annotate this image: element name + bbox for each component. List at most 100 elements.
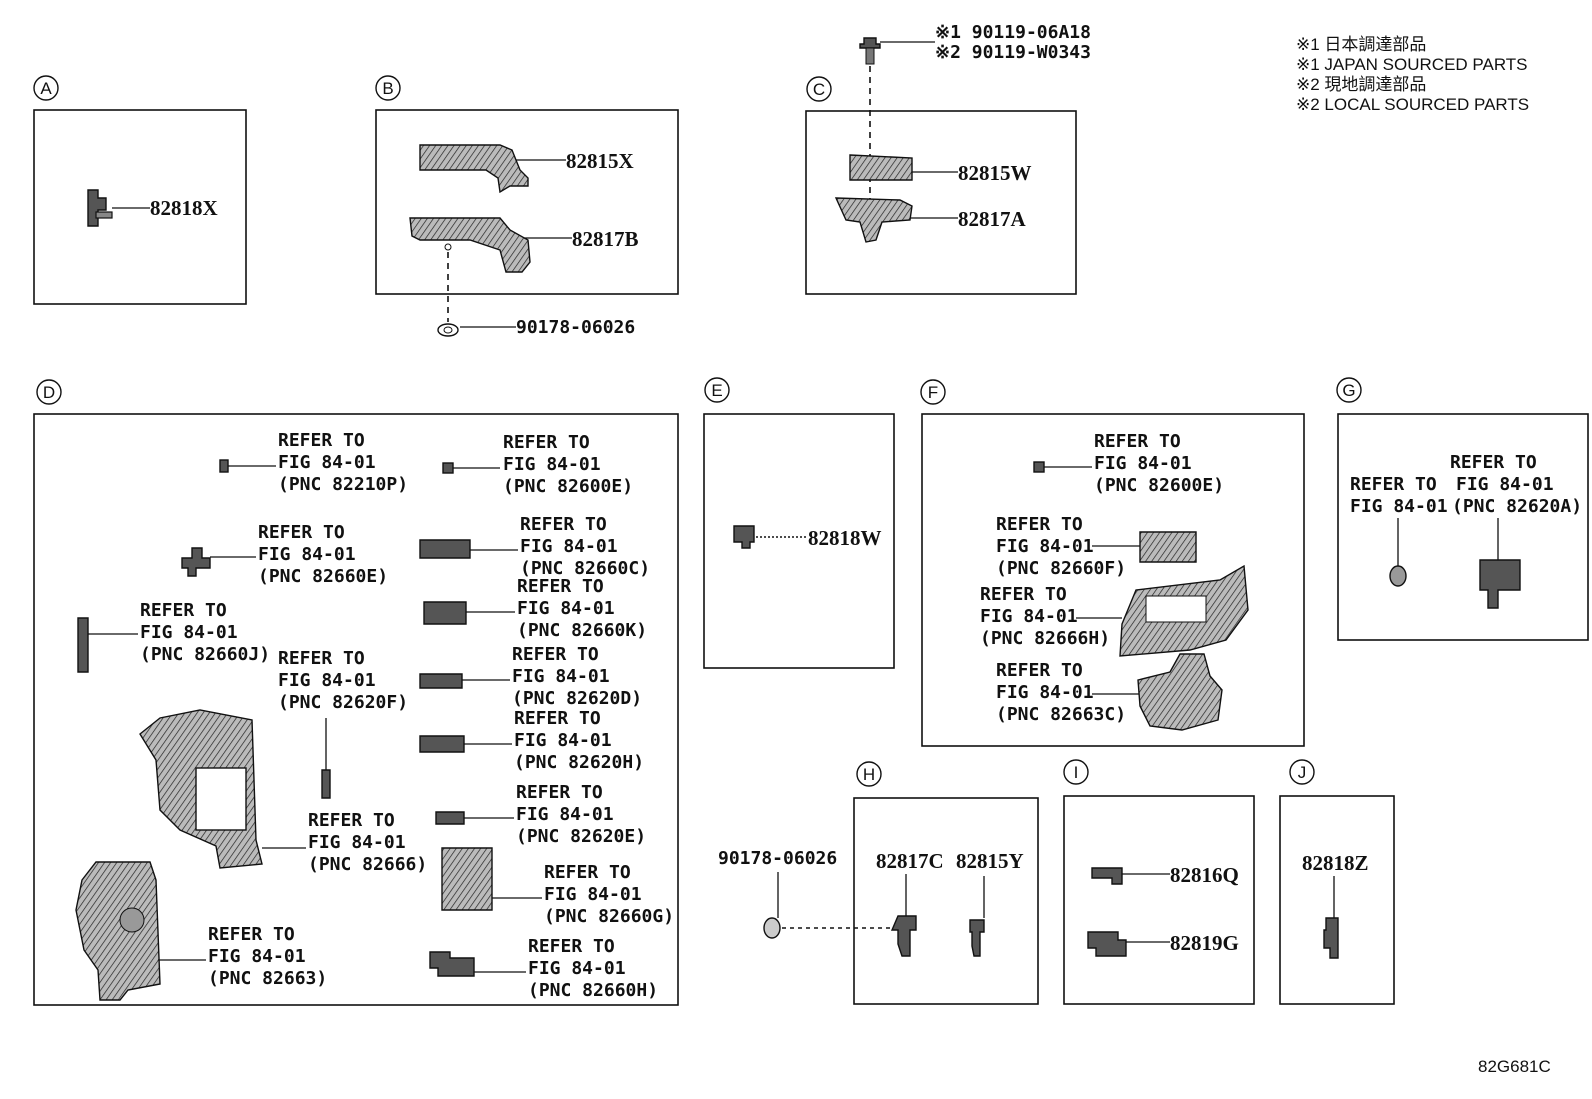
svg-text:J: J — [1298, 763, 1307, 782]
refer-82663[interactable]: REFER TO FIG 84-01 (PNC 82663) — [208, 924, 327, 989]
refer-82660F[interactable]: REFER TO FIG 84-01 (PNC 82660F) — [996, 514, 1126, 579]
svg-text:FIG 84-01: FIG 84-01 — [520, 536, 618, 557]
svg-text:E: E — [711, 381, 722, 400]
part-number-82818Z[interactable]: 82818Z — [1302, 851, 1369, 875]
svg-text:REFER TO: REFER TO — [544, 862, 631, 883]
pnc-82620F: (PNC 82620F) — [278, 692, 408, 713]
svg-text:FIG 84-01: FIG 84-01 — [516, 804, 614, 825]
section-j: 82818Z — [1279, 795, 1395, 1005]
refer-82620H[interactable]: REFER TO FIG 84-01 (PNC 82620H) — [514, 708, 644, 773]
part-number-82815W[interactable]: 82815W — [958, 161, 1032, 185]
refer-82210P[interactable]: REFER TO FIG 84-01 (PNC 82210P) — [278, 430, 408, 495]
svg-text:FIG 84-01: FIG 84-01 — [140, 622, 238, 643]
svg-text:REFER TO: REFER TO — [308, 810, 395, 831]
note-line-4: ※2 LOCAL SOURCED PARTS — [1296, 95, 1529, 114]
section-c-box — [805, 110, 1077, 295]
svg-text:FIG 84-01: FIG 84-01 — [503, 454, 601, 475]
refer-82660H[interactable]: REFER TO FIG 84-01 (PNC 82660H) — [528, 936, 658, 1001]
pnc-82666H: (PNC 82666H) — [980, 628, 1110, 649]
part-82815W-drawing — [849, 154, 913, 181]
part-number-82816Q[interactable]: 82816Q — [1170, 863, 1239, 887]
refer-82620F[interactable]: REFER TO FIG 84-01 (PNC 82620F) — [278, 648, 408, 713]
svg-text:REFER TO: REFER TO — [278, 648, 365, 669]
refer-82620D[interactable]: REFER TO FIG 84-01 (PNC 82620D) — [512, 644, 642, 709]
refer-82666[interactable]: REFER TO FIG 84-01 (PNC 82666) — [308, 810, 427, 875]
pnc-82210P: (PNC 82210P) — [278, 474, 408, 495]
svg-text:G: G — [1342, 381, 1355, 400]
section-a: 82818X — [33, 109, 247, 305]
part-82817B-drawing — [409, 217, 531, 273]
section-b-box — [375, 109, 679, 295]
section-b: 82815X 82817B 90178-06026 — [375, 109, 679, 338]
part-number-82817A[interactable]: 82817A — [958, 207, 1027, 231]
refer-f-82600E[interactable]: REFER TO FIG 84-01 (PNC 82600E) — [1094, 431, 1224, 496]
section-j-box — [1279, 795, 1395, 1005]
refer-82660G[interactable]: REFER TO FIG 84-01 (PNC 82660G) — [544, 862, 674, 927]
svg-text:REFER TO: REFER TO — [1350, 474, 1437, 495]
refer-g-left[interactable]: REFER TO FIG 84-01 — [1350, 474, 1448, 517]
svg-text:REFER TO: REFER TO — [278, 430, 365, 451]
svg-text:FIG 84-01: FIG 84-01 — [278, 670, 376, 691]
note-line-1: ※1 日本調達部品 — [1296, 35, 1426, 54]
svg-text:FIG 84-01: FIG 84-01 — [208, 946, 306, 967]
section-g: REFER TO FIG 84-01 REFER TO FIG 84-01 (P… — [1337, 413, 1589, 641]
part-number-82817B[interactable]: 82817B — [572, 227, 639, 251]
part-number-90119-06A18[interactable]: ※1 90119-06A18 — [935, 22, 1091, 43]
section-e-box — [703, 413, 895, 669]
refer-82666H[interactable]: REFER TO FIG 84-01 (PNC 82666H) — [980, 584, 1110, 649]
svg-text:B: B — [382, 79, 393, 98]
svg-text:REFER TO: REFER TO — [980, 584, 1067, 605]
refer-82620E[interactable]: REFER TO FIG 84-01 (PNC 82620E) — [516, 782, 646, 847]
section-f-box — [921, 413, 1305, 747]
refer-d-82600E[interactable]: REFER TO FIG 84-01 (PNC 82600E) — [503, 432, 633, 497]
svg-text:H: H — [863, 765, 875, 784]
section-h-box — [853, 797, 1039, 1005]
section-d: REFER TO FIG 84-01 (PNC 82210P) REFER TO… — [33, 413, 679, 1006]
svg-text:FIG 84-01: FIG 84-01 — [278, 452, 376, 473]
section-e: 82818W — [703, 413, 895, 669]
svg-text:FIG 84-01: FIG 84-01 — [996, 682, 1094, 703]
part-number-90178-06026-b[interactable]: 90178-06026 — [516, 317, 635, 338]
refer-82660K[interactable]: REFER TO FIG 84-01 (PNC 82660K) — [517, 576, 647, 641]
refer-82660C[interactable]: REFER TO FIG 84-01 (PNC 82660C) — [520, 514, 650, 579]
part-number-82818X[interactable]: 82818X — [150, 196, 218, 220]
refer-82620A[interactable]: REFER TO FIG 84-01 (PNC 82620A) — [1450, 452, 1582, 517]
pnc-82620E: (PNC 82620E) — [516, 826, 646, 847]
refer-82663C[interactable]: REFER TO FIG 84-01 (PNC 82663C) — [996, 660, 1126, 725]
svg-text:FIG 84-01: FIG 84-01 — [512, 666, 610, 687]
svg-text:FIG 84-01: FIG 84-01 — [1456, 474, 1554, 495]
pnc-82660F: (PNC 82660F) — [996, 558, 1126, 579]
part-number-82817C[interactable]: 82817C — [876, 849, 944, 873]
refer-82660J[interactable]: REFER TO FIG 84-01 (PNC 82660J) — [140, 600, 270, 665]
pnc-82660C: (PNC 82660C) — [520, 558, 650, 579]
svg-text:REFER TO: REFER TO — [996, 660, 1083, 681]
part-number-82815X[interactable]: 82815X — [566, 149, 634, 173]
section-f: REFER TO FIG 84-01 (PNC 82600E) REFER TO… — [921, 413, 1305, 747]
section-c: ※1 90119-06A18 ※2 90119-W0343 82815W 828… — [805, 22, 1091, 295]
part-number-90119-W0343[interactable]: ※2 90119-W0343 — [935, 42, 1091, 63]
refer-82660E[interactable]: REFER TO FIG 84-01 (PNC 82660E) — [258, 522, 388, 587]
svg-text:FIG 84-01: FIG 84-01 — [980, 606, 1078, 627]
svg-text:REFER TO: REFER TO — [516, 782, 603, 803]
svg-text:FIG 84-01: FIG 84-01 — [514, 730, 612, 751]
pnc-82663: (PNC 82663) — [208, 968, 327, 989]
section-d-marker: D — [36, 379, 62, 405]
pnc-82660H: (PNC 82660H) — [528, 980, 658, 1001]
part-number-82818W[interactable]: 82818W — [808, 526, 882, 550]
part-number-82815Y[interactable]: 82815Y — [956, 849, 1024, 873]
section-g-marker: G — [1336, 377, 1362, 403]
part-82666-drawing — [139, 709, 263, 869]
part-number-82819G[interactable]: 82819G — [1170, 931, 1239, 955]
svg-text:FIG 84-01: FIG 84-01 — [1350, 496, 1448, 517]
part-number-90178-06026-h[interactable]: 90178-06026 — [718, 848, 837, 869]
svg-text:REFER TO: REFER TO — [520, 514, 607, 535]
bolt-90119-drawing — [859, 37, 881, 65]
note-line-2: ※1 JAPAN SOURCED PARTS — [1296, 55, 1528, 74]
section-i-marker: I — [1063, 759, 1089, 785]
svg-text:A: A — [40, 79, 52, 98]
section-b-marker: B — [375, 75, 401, 101]
svg-text:REFER TO: REFER TO — [208, 924, 295, 945]
section-j-marker: J — [1289, 759, 1315, 785]
svg-text:FIG 84-01: FIG 84-01 — [996, 536, 1094, 557]
